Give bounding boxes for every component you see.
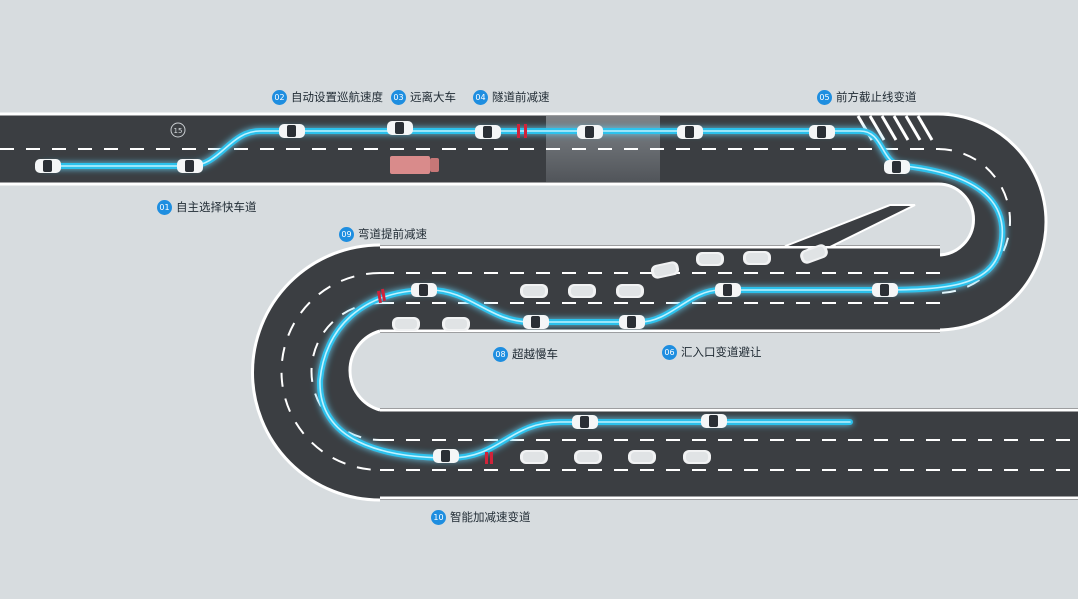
brake-markers <box>376 124 527 464</box>
traffic-car <box>628 450 656 464</box>
speed-limit-sign: 15 <box>170 122 186 138</box>
ego-car <box>619 315 645 329</box>
traffic-car <box>616 284 644 298</box>
callout-label: 弯道提前减速 <box>358 227 427 241</box>
callout-label: 前方截止线变道 <box>836 90 917 104</box>
ego-car <box>475 125 501 139</box>
callout-number: 06 <box>662 344 677 360</box>
callout-label: 智能加减速变道 <box>450 510 531 524</box>
callout-label: 自动设置巡航速度 <box>291 90 383 104</box>
callout-02: 02 自动设置巡航速度 <box>272 89 383 105</box>
ego-car <box>572 415 598 429</box>
callout-09: 09 弯道提前减速 <box>339 226 427 242</box>
callout-08: 08 超越慢车 <box>493 346 558 362</box>
lane-markings <box>0 148 1078 471</box>
callout-number: 08 <box>493 346 508 362</box>
traffic-car <box>442 317 470 331</box>
callout-01: 01 自主选择快车道 <box>157 199 257 215</box>
callout-number: 03 <box>391 89 406 105</box>
callout-number: 02 <box>272 89 287 105</box>
ego-car <box>387 121 413 135</box>
callout-number: 09 <box>339 226 354 242</box>
traffic-car <box>696 252 724 266</box>
ego-car <box>809 125 835 139</box>
traffic-car <box>683 450 711 464</box>
ego-car <box>677 125 703 139</box>
callout-label: 远离大车 <box>410 90 456 104</box>
ego-car <box>433 449 459 463</box>
ego-car <box>701 414 727 428</box>
traffic-car <box>520 450 548 464</box>
ego-car <box>523 315 549 329</box>
callout-10: 10 智能加减速变道 <box>431 509 531 525</box>
callout-label: 汇入口变道避让 <box>681 345 762 359</box>
ego-car <box>884 160 910 174</box>
traffic-car <box>568 284 596 298</box>
callout-label: 隧道前减速 <box>492 90 550 104</box>
ego-car <box>35 159 61 173</box>
ego-car <box>715 283 741 297</box>
traffic-car <box>520 284 548 298</box>
traffic-car <box>743 251 771 265</box>
ego-car <box>872 283 898 297</box>
truck <box>390 156 439 174</box>
ego-car <box>279 124 305 138</box>
callout-number: 04 <box>473 89 488 105</box>
ego-car <box>577 125 603 139</box>
callout-03: 03 远离大车 <box>391 89 456 105</box>
callout-number: 10 <box>431 509 446 525</box>
callout-06: 06 汇入口变道避让 <box>662 344 762 360</box>
ego-car <box>177 159 203 173</box>
callout-05: 05 前方截止线变道 <box>817 89 917 105</box>
traffic-car <box>392 317 420 331</box>
callout-number: 05 <box>817 89 832 105</box>
speed-limit-value: 15 <box>174 127 183 135</box>
autopilot-path <box>42 128 1006 462</box>
traffic-car <box>574 450 602 464</box>
road-surface <box>0 112 1078 502</box>
callout-04: 04 隧道前减速 <box>473 89 550 105</box>
callout-label: 超越慢车 <box>512 347 558 361</box>
callout-number: 01 <box>157 199 172 215</box>
callout-label: 自主选择快车道 <box>176 200 257 214</box>
ego-car <box>411 283 437 297</box>
